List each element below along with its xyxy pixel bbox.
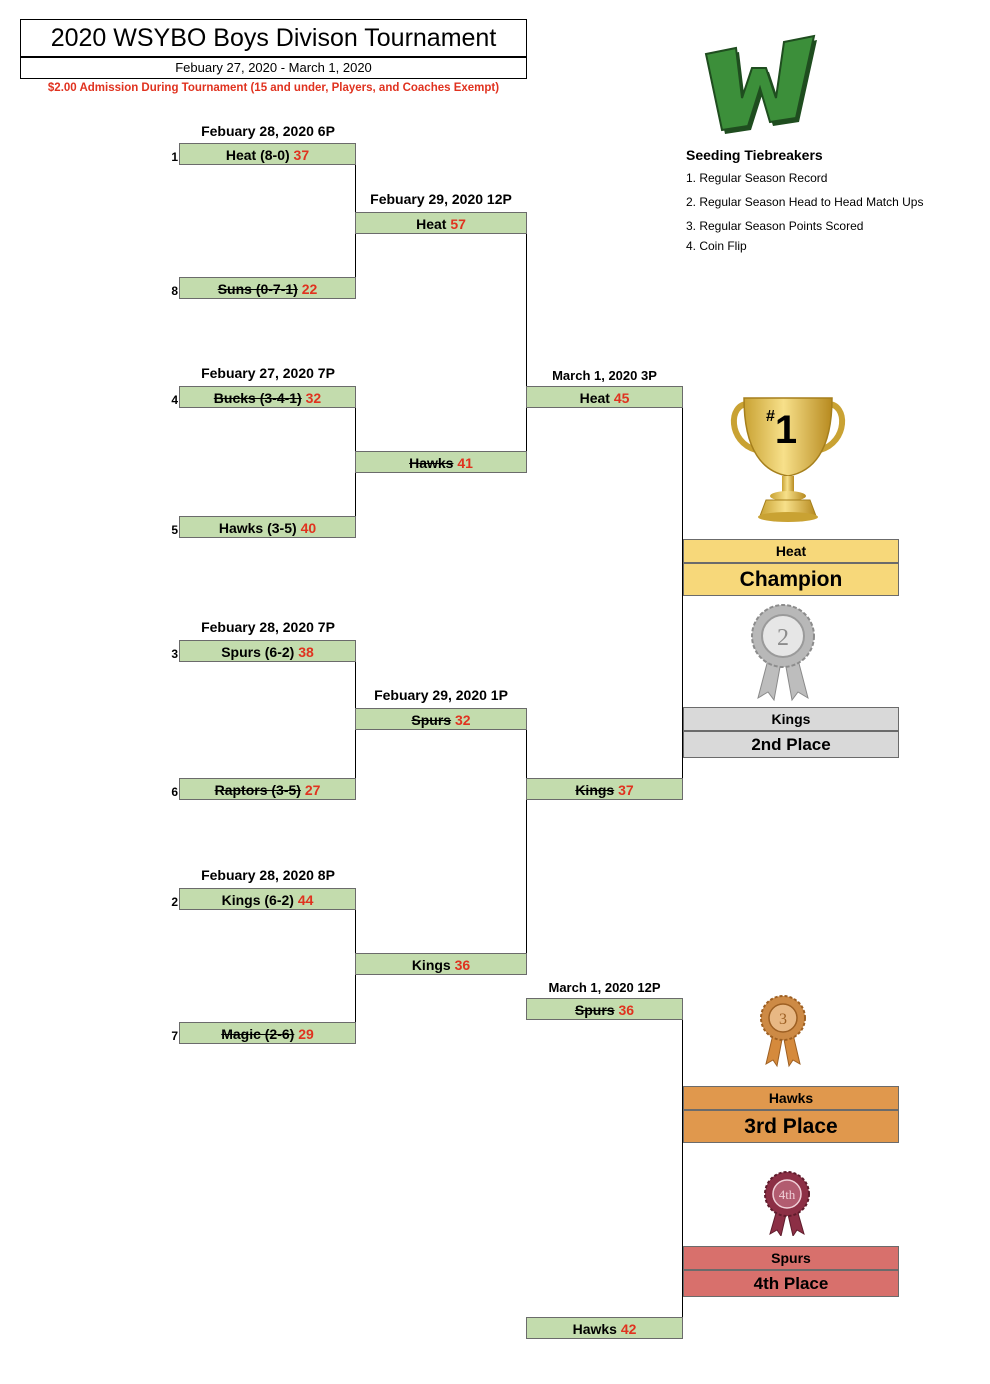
third-place-team: Hawks	[683, 1086, 899, 1110]
tournament-dates: Febuary 27, 2020 - March 1, 2020	[20, 57, 527, 79]
team-name: Kings	[575, 782, 615, 798]
third-ribbon-text: 3	[779, 1011, 787, 1028]
champion-title: Champion	[683, 563, 899, 596]
team-name: Kings (6-2)	[221, 892, 294, 908]
team-name: Heat (8-0)	[225, 147, 290, 163]
game-date-label: Febuary 27, 2020 7P	[201, 365, 335, 381]
team-score: 29	[298, 1026, 314, 1042]
fourth-place-team: Spurs	[683, 1246, 899, 1270]
second-ribbon-text: 2	[777, 625, 789, 651]
third-place-title: 3rd Place	[683, 1110, 899, 1143]
team-name: Heat	[416, 216, 447, 232]
team-score: 32	[305, 390, 322, 406]
team-slot[interactable]: Heat 45	[526, 386, 683, 408]
team-name: Bucks (3-4-1)	[213, 390, 302, 406]
second-place-ribbon-icon: 2	[748, 604, 818, 702]
bracket-line	[526, 223, 527, 462]
bracket-line	[526, 719, 527, 964]
team-score: 44	[297, 892, 314, 908]
seed-number: 1	[171, 150, 178, 164]
seed-number: 3	[171, 647, 178, 661]
team-name: Spurs (6-2)	[221, 644, 295, 660]
seed-number: 2	[171, 895, 178, 909]
team-slot[interactable]: Hawks 41	[355, 451, 527, 473]
seed-number: 7	[171, 1029, 178, 1043]
fourth-ribbon-text: 4th	[779, 1187, 796, 1202]
tiebreakers-heading: Seeding Tiebreakers	[686, 147, 823, 163]
team-name: Spurs	[574, 1002, 615, 1018]
team-score: 32	[455, 712, 471, 728]
second-place-team: Kings	[683, 707, 899, 731]
game-date-label: Febuary 28, 2020 6P	[201, 123, 335, 139]
team-name: Kings	[411, 957, 451, 973]
team-score: 38	[298, 644, 314, 660]
team-slot[interactable]: Suns (0-7-1) 22	[179, 277, 356, 299]
team-name: Hawks (3-5)	[218, 520, 297, 536]
team-slot[interactable]: Spurs (6-2) 38	[179, 640, 356, 662]
trophy-number: 1	[774, 408, 798, 452]
trophy-icon: #1	[726, 392, 850, 524]
seed-number: 8	[171, 284, 178, 298]
team-name: Heat	[579, 390, 610, 406]
team-slot[interactable]: Magic (2-6) 29	[179, 1022, 356, 1044]
admission-note: $2.00 Admission During Tournament (15 an…	[47, 82, 500, 94]
champion-team: Heat	[683, 539, 899, 563]
bracket-line	[682, 1009, 683, 1328]
team-score: 57	[450, 216, 466, 232]
trophy-prefix: #	[766, 408, 775, 425]
tiebreaker-item: 2. Regular Season Head to Head Match Ups	[686, 195, 924, 209]
fourth-place-title: 4th Place	[683, 1270, 899, 1297]
seed-number: 4	[171, 393, 178, 407]
team-name: Spurs	[411, 712, 452, 728]
team-slot[interactable]: Hawks 42	[526, 1317, 683, 1339]
fourth-place-ribbon-icon: 4th	[760, 1170, 814, 1238]
team-name: Suns (0-7-1)	[217, 281, 298, 297]
tiebreaker-item: 1. Regular Season Record	[686, 171, 828, 185]
team-score: 36	[454, 957, 471, 973]
team-score: 37	[293, 147, 310, 163]
tiebreaker-item: 3. Regular Season Points Scored	[686, 219, 864, 233]
w-logo-icon	[700, 22, 820, 134]
seed-number: 5	[171, 523, 178, 537]
team-name: Hawks	[572, 1321, 617, 1337]
team-slot[interactable]: Bucks (3-4-1) 32	[179, 386, 356, 408]
team-score: 45	[613, 390, 630, 406]
team-score: 42	[620, 1321, 637, 1337]
game-date-label: Febuary 29, 2020 1P	[374, 687, 508, 703]
second-place-title: 2nd Place	[683, 731, 899, 758]
team-name: Raptors (3-5)	[214, 782, 301, 798]
team-slot[interactable]: Spurs 32	[355, 708, 527, 730]
third-place-ribbon-icon: 3	[758, 994, 808, 1068]
seed-number: 6	[171, 785, 178, 799]
team-slot[interactable]: Heat 57	[355, 212, 527, 234]
team-name: Hawks	[409, 455, 454, 471]
team-slot[interactable]: Spurs 36	[526, 998, 683, 1020]
team-slot[interactable]: Kings (6-2) 44	[179, 888, 356, 910]
team-name: Magic (2-6)	[221, 1026, 295, 1042]
team-score: 41	[457, 455, 473, 471]
team-slot[interactable]: Hawks (3-5) 40	[179, 516, 356, 538]
team-score: 27	[304, 782, 321, 798]
team-slot[interactable]: Kings 37	[526, 778, 683, 800]
team-score: 22	[301, 281, 318, 297]
team-score: 36	[618, 1002, 635, 1018]
game-date-label: Febuary 28, 2020 7P	[201, 619, 335, 635]
team-slot[interactable]: Raptors (3-5) 27	[179, 778, 356, 800]
game-date-label: March 1, 2020 3P	[552, 368, 657, 383]
team-slot[interactable]: Heat (8-0) 37	[179, 143, 356, 165]
tiebreaker-item: 4. Coin Flip	[686, 239, 747, 253]
game-date-label: March 1, 2020 12P	[548, 980, 661, 995]
game-date-label: Febuary 28, 2020 8P	[201, 867, 335, 883]
game-date-label: Febuary 29, 2020 12P	[370, 191, 512, 207]
page-title: 2020 WSYBO Boys Divison Tournament	[20, 19, 527, 57]
team-score: 37	[618, 782, 634, 798]
bracket-line	[682, 397, 683, 789]
team-score: 40	[300, 520, 317, 536]
team-slot[interactable]: Kings 36	[355, 953, 527, 975]
